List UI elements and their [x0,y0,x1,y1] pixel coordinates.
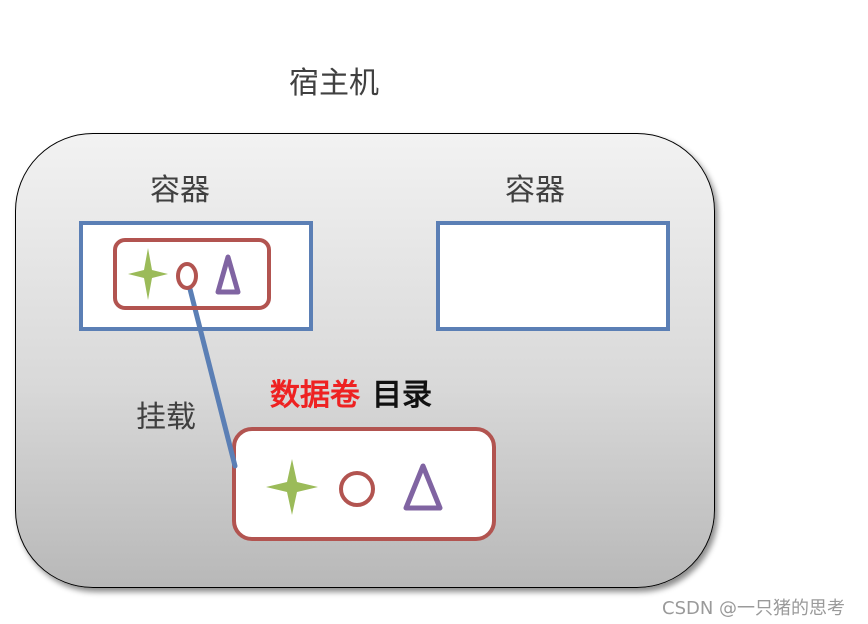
volume-directory-icons [266,459,443,515]
triangle-icon [215,254,241,295]
directory-text: 目录 [372,378,432,413]
host-label: 宿主机 [289,66,379,101]
container-directory-icons [128,248,241,300]
mount-label: 挂载 [136,400,196,435]
container-left-label: 容器 [150,173,210,208]
container-directory-box [113,238,271,310]
four-point-star-icon [266,459,318,515]
circle-icon [339,471,375,507]
container-right-label: 容器 [505,173,565,208]
volume-highlight-text: 数据卷 [270,378,360,413]
volume-title: 数据卷目录 [270,370,432,414]
triangle-icon [403,463,443,511]
circle-icon [176,262,198,290]
mount-connector-line [187,286,238,469]
four-point-star-icon [128,248,168,300]
watermark: CSDN @一只猪的思考 [662,598,846,619]
volume-directory-box [232,427,496,541]
container-right-box [436,221,670,331]
